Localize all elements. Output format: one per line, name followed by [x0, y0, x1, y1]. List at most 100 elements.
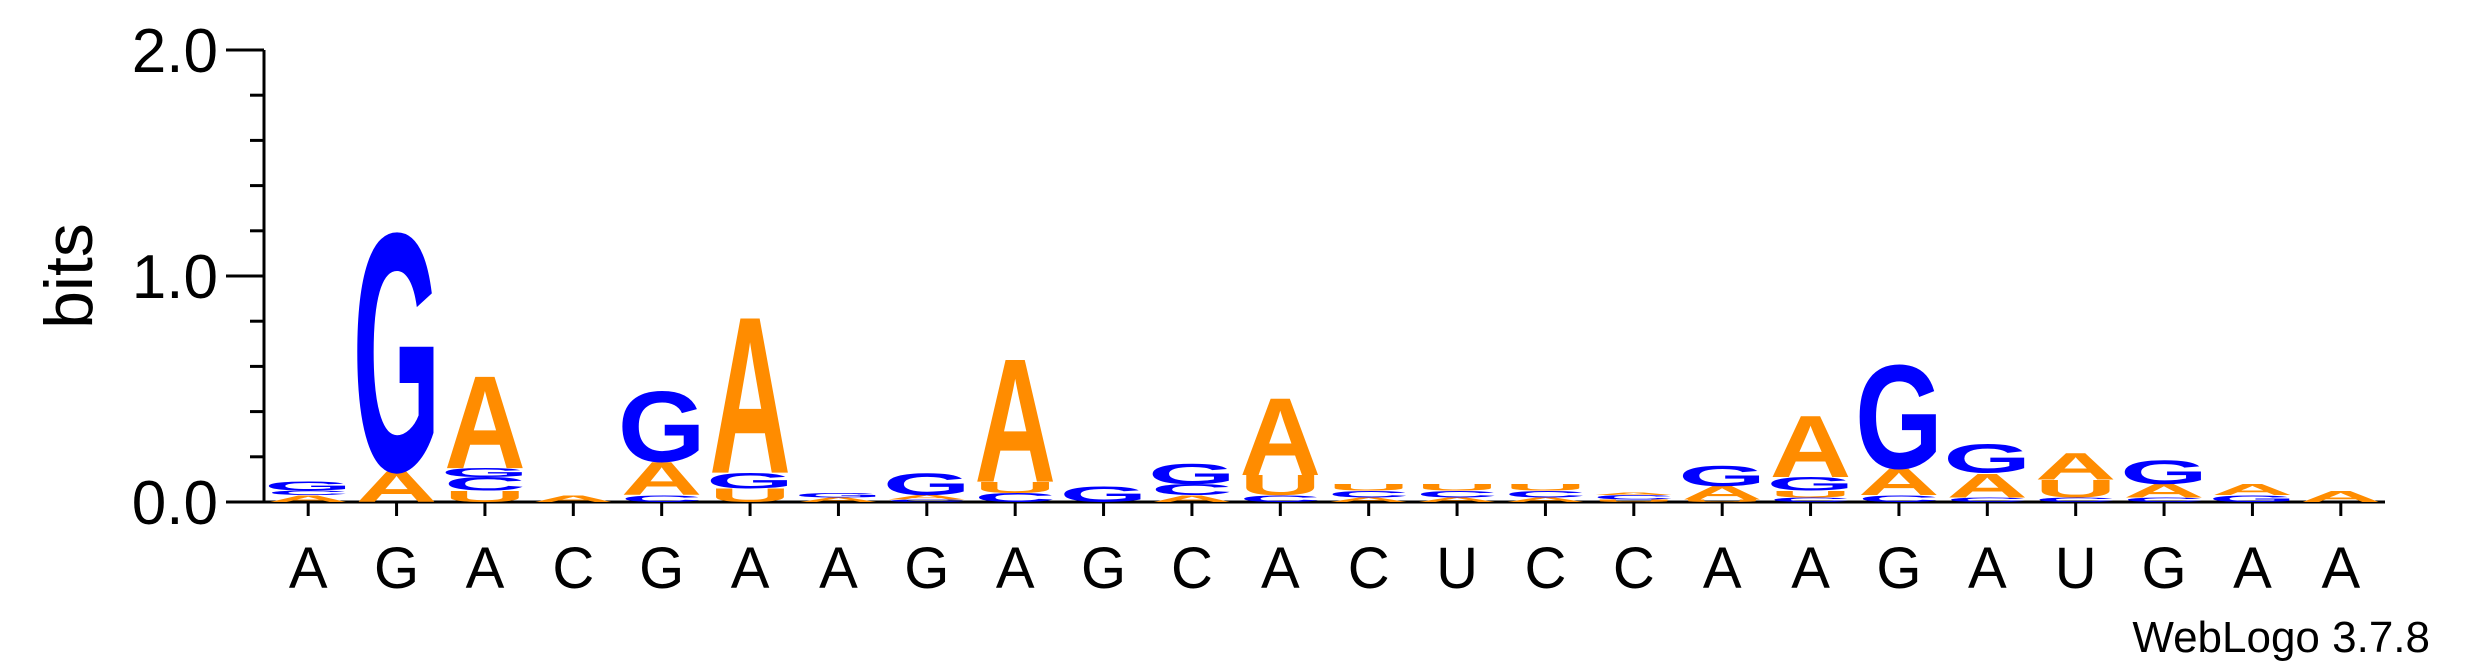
logo-letter-A: A — [444, 350, 526, 497]
logo-letter-A: A — [533, 493, 615, 504]
logo-letter-A: A — [2212, 481, 2294, 499]
logo-letter-A: A — [1858, 461, 1940, 503]
logo-letter-C: C — [2123, 496, 2205, 503]
svg-text:G: G — [706, 469, 794, 494]
logo-letter-A: A — [1151, 493, 1233, 504]
svg-text:A: A — [356, 462, 438, 511]
logo-letter-G: G — [706, 469, 794, 494]
logo-letter-U: U — [1593, 499, 1675, 503]
logo-letter-A: A — [1328, 496, 1410, 503]
svg-text:A: A — [267, 493, 349, 504]
logo-letter-A: A — [356, 462, 438, 511]
svg-text:A: A — [1328, 496, 1410, 503]
svg-text:U: U — [1328, 482, 1410, 493]
svg-text:U: U — [1681, 499, 1763, 503]
svg-text:A: A — [1593, 492, 1675, 496]
svg-text:C: C — [2035, 496, 2117, 503]
svg-text:A: A — [2035, 445, 2117, 487]
logo-letter-G: G — [353, 162, 441, 543]
svg-text:C: C — [621, 493, 703, 504]
svg-text:C: C — [886, 499, 968, 503]
svg-text:G: G — [1148, 458, 1236, 490]
logo-letter-U: U — [709, 485, 791, 506]
svg-text:A: A — [798, 496, 880, 503]
logo-letter-A: A — [886, 494, 968, 501]
logo-letter-C: C — [1240, 493, 1322, 504]
svg-text:C: C — [1947, 496, 2029, 503]
svg-text:G: G — [441, 466, 529, 480]
x-tick-label: G — [374, 536, 419, 601]
svg-text:G: G — [264, 479, 352, 493]
logo-letter-C: C — [974, 491, 1056, 505]
logo-letter-C: C — [1593, 494, 1675, 501]
logo-letter-G: G — [1943, 436, 2031, 482]
logo-letter-A: A — [1416, 496, 1498, 503]
svg-text:G: G — [795, 492, 883, 499]
logo-letter-U: U — [444, 488, 526, 506]
logo-letter-C: C — [1770, 496, 1852, 503]
y-tick-label: 0.0 — [132, 469, 218, 538]
x-tick-label: G — [639, 536, 684, 601]
x-tick-label: G — [1876, 536, 1921, 601]
logo-letter-G: G — [1060, 482, 1148, 507]
logo-letter-C: C — [886, 499, 968, 503]
svg-text:G: G — [1943, 436, 2031, 482]
logo-letter-U: U — [1240, 470, 1322, 502]
svg-text:A: A — [974, 323, 1056, 520]
logo-letter-A: A — [974, 323, 1056, 520]
svg-text:A: A — [1505, 496, 1587, 503]
svg-text:C: C — [1505, 489, 1587, 500]
svg-text:A: A — [533, 493, 615, 504]
logo-letter-A: A — [798, 496, 880, 503]
x-tick-label: C — [1524, 536, 1566, 601]
y-tick-label: 2.0 — [132, 17, 218, 86]
logo-letter-G: G — [1678, 461, 1766, 493]
x-tick-label: G — [904, 536, 949, 601]
svg-text:G: G — [2209, 493, 2297, 504]
logo-letter-A: A — [1593, 492, 1675, 496]
logo-letter-C: C — [1505, 489, 1587, 500]
svg-text:A: A — [1681, 483, 1763, 504]
logo-letter-G: G — [441, 466, 529, 480]
svg-text:U: U — [1505, 482, 1587, 493]
svg-text:A: A — [1858, 461, 1940, 503]
logo-letter-C: C — [1858, 493, 1940, 504]
svg-text:A: A — [709, 269, 791, 520]
x-tick-label: G — [1081, 536, 1126, 601]
x-tick-label: C — [1613, 536, 1655, 601]
svg-text:A: A — [886, 494, 968, 501]
x-tick-label: A — [731, 536, 770, 601]
logo-letter-A: A — [2123, 481, 2205, 502]
logo-letter-U: U — [974, 479, 1056, 497]
svg-text:C: C — [1770, 496, 1852, 503]
logo-letter-A: A — [1770, 398, 1852, 496]
logo-letter-U: U — [1416, 482, 1498, 493]
svg-text:G: G — [1678, 461, 1766, 493]
svg-text:C: C — [1151, 481, 1233, 499]
svg-text:A: A — [621, 453, 703, 505]
logo-letter-A: A — [1240, 375, 1322, 499]
logo-letter-A: A — [1505, 496, 1587, 503]
y-ticks: 0.01.02.0 — [132, 17, 264, 538]
svg-text:G: G — [2120, 452, 2208, 491]
x-tick-label: G — [2142, 536, 2187, 601]
logo-letter-U: U — [1505, 482, 1587, 493]
logo-letter-G: G — [1767, 474, 1855, 495]
logo-letter-A: A — [1947, 466, 2029, 505]
svg-text:A: A — [444, 350, 526, 497]
logo-letter-C: C — [1328, 489, 1410, 500]
logo-letter-G: G — [2209, 493, 2297, 504]
svg-text:U: U — [1240, 470, 1322, 502]
svg-text:A: A — [1947, 466, 2029, 505]
svg-text:G: G — [1855, 334, 1943, 499]
svg-text:C: C — [444, 474, 526, 495]
axes — [262, 50, 2385, 504]
x-tick-label: C — [1348, 536, 1390, 601]
svg-text:U: U — [1416, 482, 1498, 493]
logo-letter-G: G — [264, 479, 352, 493]
logo-letter-C: C — [1947, 496, 2029, 503]
svg-text:A: A — [1416, 496, 1498, 503]
